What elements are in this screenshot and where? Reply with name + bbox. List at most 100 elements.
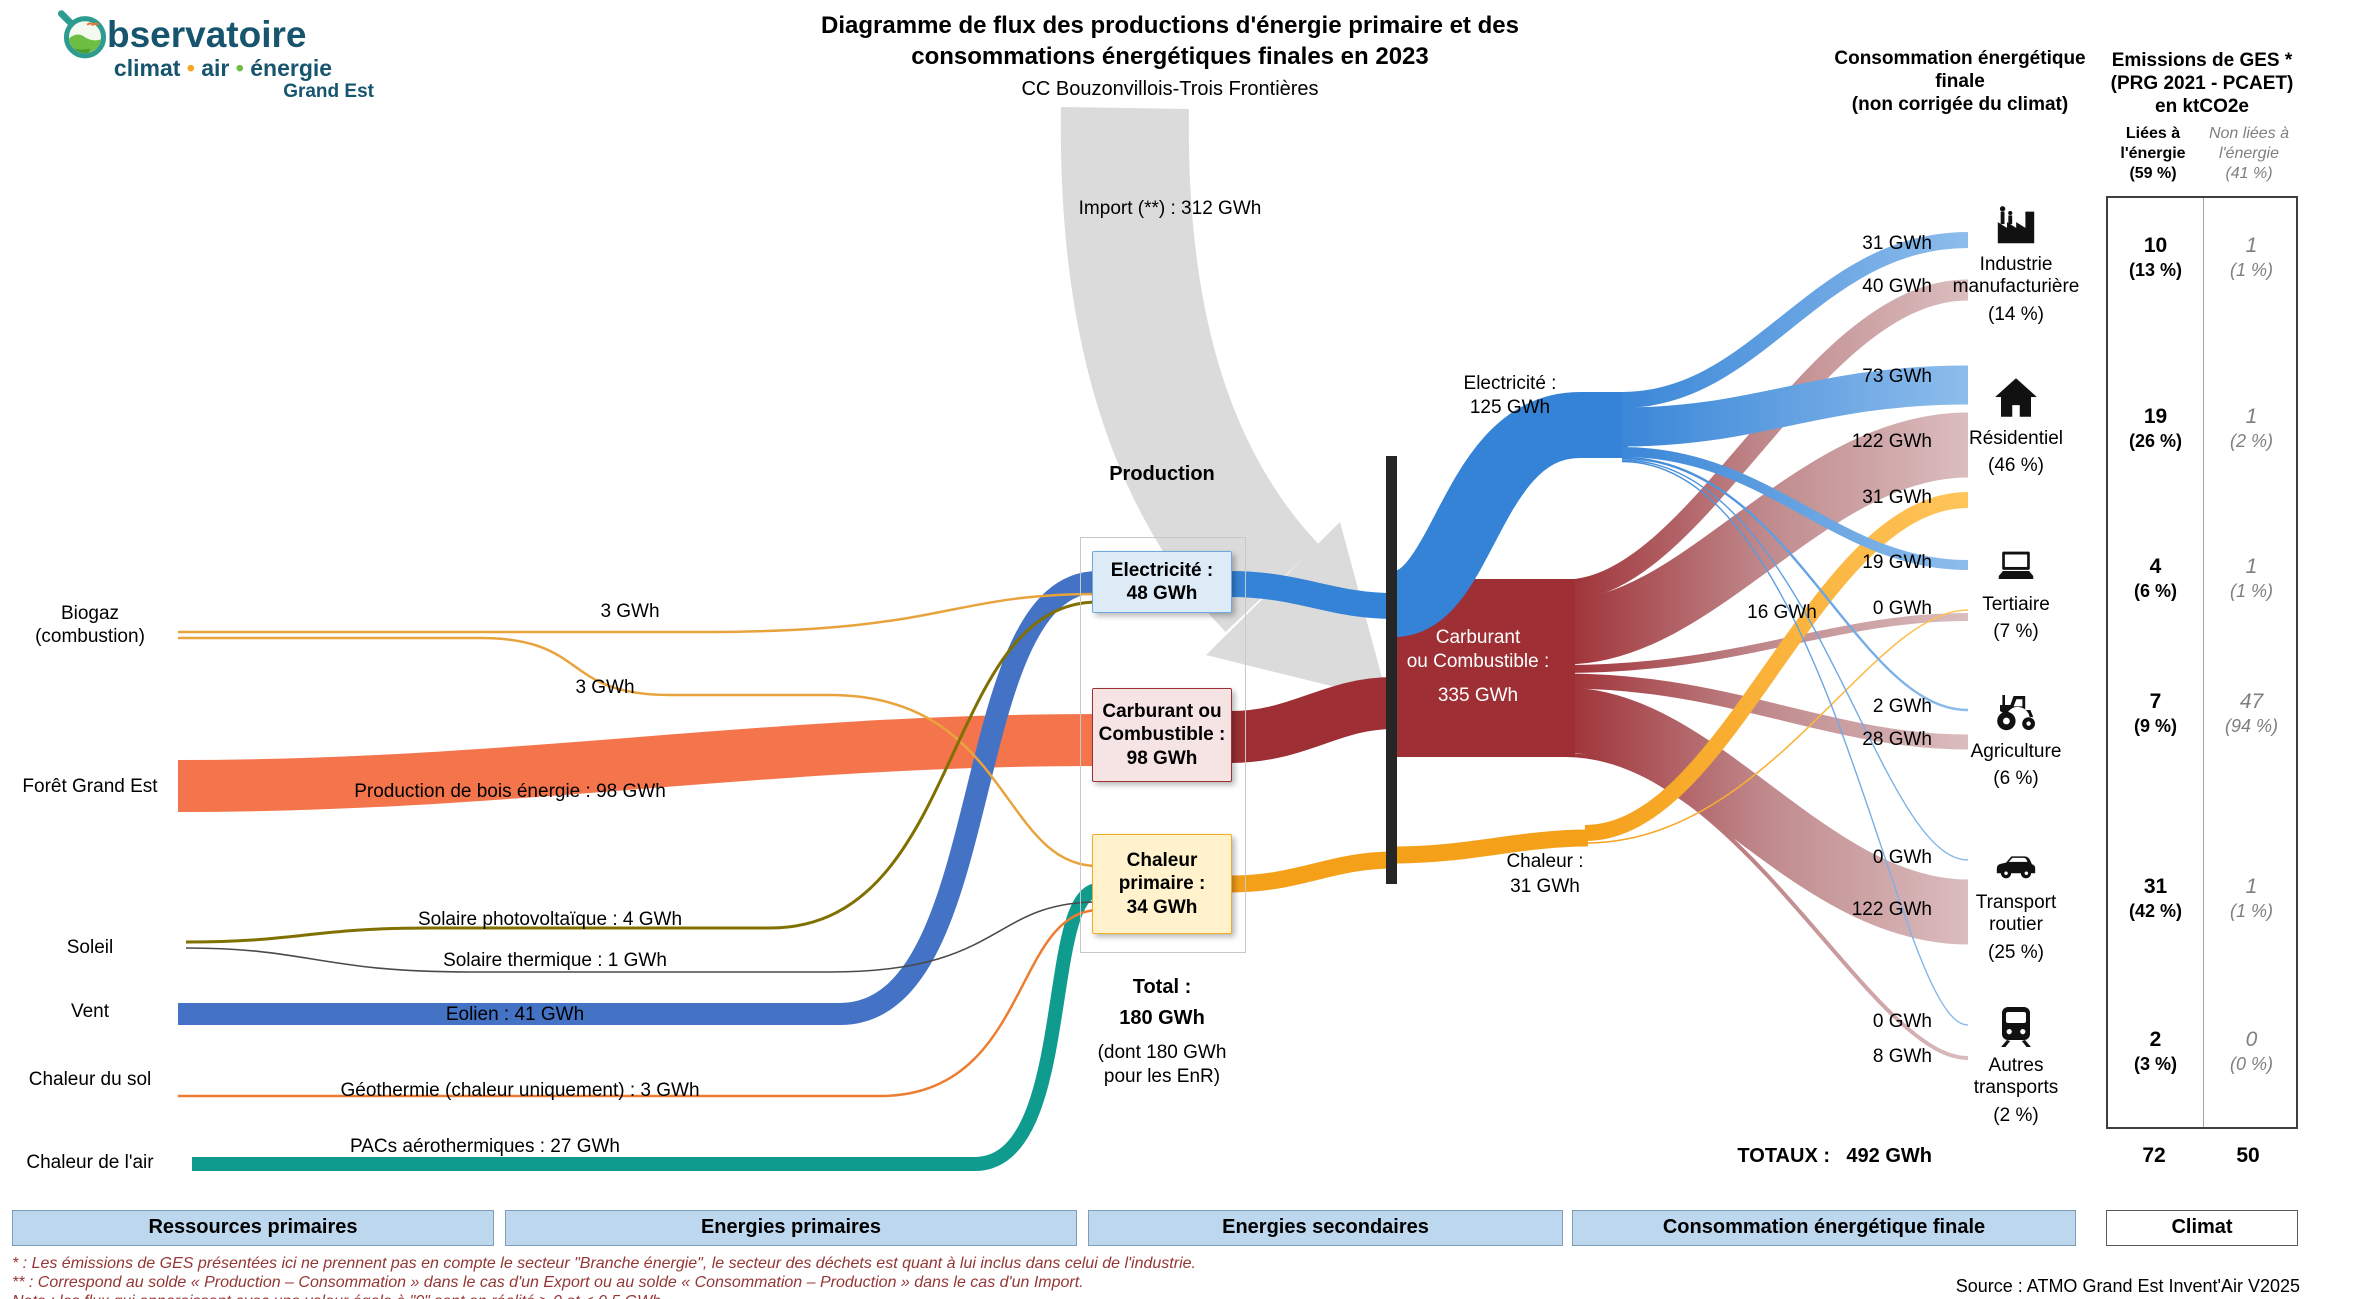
- flow-prod-electricite: [1229, 571, 1395, 619]
- value-tertiaire-elec: 19 GWh: [1862, 552, 1932, 573]
- source-biogaz-label: Biogaz: [60, 603, 120, 624]
- value-autres-fuel: 8 GWh: [1872, 1046, 1932, 1067]
- logo-region: Grand Est: [283, 81, 374, 102]
- secondary-chaleur-value: 31 GWh: [1510, 876, 1580, 897]
- secondary-chaleur-label: Chaleur :: [1506, 851, 1584, 872]
- flow-fuel-transport: [1563, 687, 1970, 945]
- production-box-chaleur: Chaleur primaire : 34 GWh: [1092, 834, 1232, 934]
- ges-header-line1: Emissions de GES *: [2111, 50, 2293, 71]
- logo-tag-energie: énergie: [250, 55, 333, 81]
- ges-transport-non-energy: 1(1 %): [2229, 875, 2273, 922]
- flow-fuel-autres: [1564, 753, 1969, 1060]
- value-agriculture-elec: 2 GWh: [1872, 696, 1932, 717]
- ges-total-energy: 72: [2142, 1144, 2166, 1167]
- source-chaleur-sol-label: Chaleur du sol: [28, 1069, 152, 1090]
- production-box-carburant: Carburant ou Combustible : 98 GWh: [1092, 688, 1232, 782]
- logo-dot-icon: •: [180, 55, 202, 81]
- totaux-value: 492 GWh: [1846, 1145, 1932, 1167]
- flow-fuel-residentiel: [1563, 412, 1970, 665]
- flow-label-pac: PACs aérothermiques : 27 GWh: [350, 1136, 620, 1157]
- flow-elec-tertiaire: [1621, 447, 1969, 570]
- flow-solaire-thermique: [185, 901, 1099, 973]
- production-enr-note-line2: pour les EnR): [1103, 1066, 1221, 1087]
- page-title-line2: consommations énergétiques finales en 20…: [911, 43, 1429, 70]
- import-flow: [1060, 107, 1320, 633]
- flow-fuel-industrie: [1564, 279, 1969, 601]
- flow-label-pv: Solaire photovoltaïque : 4 GWh: [417, 909, 683, 930]
- flow-label-eolien: Eolien : 41 GWh: [445, 1004, 585, 1025]
- flow-elec-industrie: [1621, 232, 1969, 408]
- sector-industrie-label1: Industrie: [1979, 254, 2053, 275]
- value-residentiel-elec: 73 GWh: [1862, 366, 1932, 387]
- sector-tertiaire-label1: Tertiaire: [1982, 594, 2050, 615]
- ges-autres-non-energy: 0(0 %): [2229, 1028, 2273, 1075]
- flow-geothermie: [178, 908, 1099, 1098]
- legend-energies-secondaires: Energies secondaires: [1088, 1210, 1563, 1246]
- train-icon: [2001, 1007, 2031, 1047]
- value-transport-fuel: 122 GWh: [1851, 899, 1932, 920]
- flow-heat-trunk: [1393, 829, 1589, 864]
- ges-industrie-non-energy: 1(1 %): [2229, 234, 2273, 281]
- ges-industrie-energy: 10(13 %): [2128, 234, 2182, 281]
- flow-bois: [177, 714, 1099, 812]
- ges-agriculture-energy: 7(9 %): [2133, 690, 2177, 737]
- value-agriculture-fuel: 28 GWh: [1862, 729, 1932, 750]
- production-total-value: 180 GWh: [1119, 1007, 1205, 1029]
- flow-label-biogaz-chaleur: 3 GWh: [575, 677, 635, 698]
- sector-transport-pct: (25 %): [1988, 941, 2044, 963]
- production-title: Production: [1109, 463, 1215, 485]
- flow-label-import: Import (**) : 312 GWh: [1078, 198, 1262, 219]
- source-soleil-label: Soleil: [66, 937, 114, 958]
- sector-autres-transports: Autres transports (2 %): [1948, 1002, 2084, 1127]
- sector-autres-label1: Autres: [1988, 1055, 2044, 1076]
- house-icon: [1995, 378, 2037, 417]
- sector-residentiel-pct: (46 %): [1988, 455, 2044, 477]
- flow-label-solaire-thermique: Solaire thermique : 1 GWh: [443, 950, 667, 971]
- sector-agriculture-pct: (6 %): [1993, 768, 2039, 790]
- flow-label-biogaz-elec: 3 GWh: [600, 601, 660, 622]
- logo-word: bservatoire: [107, 14, 307, 55]
- source-biogaz-sublabel: (combustion): [35, 626, 145, 647]
- ges-tertiaire-non-energy: 1(1 %): [2229, 555, 2273, 602]
- ges-header-line2: (PRG 2021 - PCAET): [2110, 73, 2294, 94]
- ges-header-line3: en ktCO2e: [2155, 96, 2249, 117]
- flow-fuel-agriculture: [1564, 673, 1969, 750]
- legend-climat: Climat: [2106, 1210, 2298, 1246]
- ges-total-non-energy: 50: [2236, 1144, 2260, 1167]
- ges-column-divider: [2203, 198, 2204, 1127]
- legend-energies-primaires: Energies primaires: [505, 1210, 1077, 1246]
- ges-residentiel-energy: 19(26 %): [2128, 405, 2182, 452]
- sector-transport-label1: Transport: [1975, 892, 2057, 913]
- car-icon: [1996, 856, 2036, 879]
- production-electricite-label: Electricité :: [1110, 559, 1214, 581]
- logo: bservatoire climat • air • énergie Grand…: [58, 8, 388, 103]
- flow-solaire-pv: [185, 600, 1099, 944]
- sector-transport-routier: Transport routier (25 %): [1948, 841, 2084, 964]
- value-autres-elec: 0 GWh: [1872, 1011, 1932, 1032]
- logo-tag-air: air: [201, 55, 230, 81]
- conso-header-line2: finale: [1935, 71, 1985, 92]
- legend-consommation-finale: Consommation énergétique finale: [1572, 1210, 2076, 1246]
- production-carburant-label2: Combustible :: [1098, 724, 1226, 746]
- secondary-carburant-label1: Carburant: [1435, 627, 1521, 648]
- conso-header-line3: (non corrigée du climat): [1851, 94, 2069, 115]
- footnote-ges: * : Les émissions de GES présentées ici …: [12, 1255, 1196, 1272]
- import-arrowhead-icon: [1206, 522, 1388, 700]
- sector-residentiel: Résidentiel (46 %): [1948, 373, 2084, 477]
- ges-autres-energy: 2(3 %): [2133, 1028, 2177, 1075]
- source-credit: Source : ATMO Grand Est Invent'Air V2025: [1955, 1276, 2300, 1296]
- source-chaleur-air-label: Chaleur de l'air: [26, 1152, 154, 1173]
- logo-tag-climat: climat: [113, 55, 181, 81]
- flow-elec-autres: [1621, 460, 1969, 1026]
- balance-bar: [1386, 456, 1397, 884]
- production-electricite-value: 48 GWh: [1126, 583, 1198, 604]
- flow-elec-residentiel: [1621, 365, 1969, 447]
- flow-heat-tertiaire: [1584, 609, 1969, 844]
- flow-elec-agriculture: [1621, 456, 1969, 712]
- secondary-carburant-value: 335 GWh: [1437, 685, 1519, 706]
- production-carburant-label1: Carburant ou: [1102, 701, 1222, 723]
- flow-label-bois: Production de bois énergie : 98 GWh: [354, 781, 666, 802]
- sector-agriculture: Agriculture (6 %): [1948, 688, 2084, 790]
